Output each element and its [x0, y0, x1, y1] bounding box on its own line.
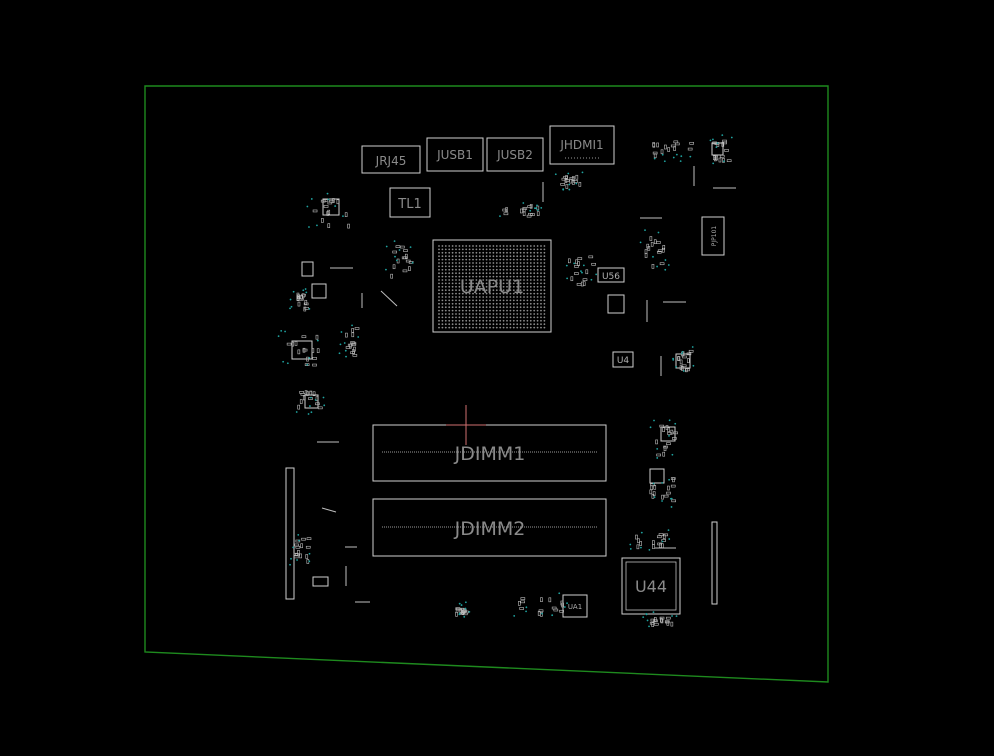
- chip-uapu1[interactable]: UAPU1: [432, 239, 552, 333]
- jrj45-label: JRJ45: [375, 154, 407, 168]
- edge-connector-right: [711, 521, 718, 605]
- passive-components: [286, 139, 736, 627]
- jusb1-label: JUSB1: [436, 148, 473, 162]
- slot-jdimm1[interactable]: JDIMM1: [372, 424, 607, 482]
- u4-label: U4: [617, 356, 630, 366]
- u56-label: U56: [602, 272, 620, 282]
- vias: [277, 134, 733, 628]
- u44-label: U44: [635, 577, 667, 596]
- jdimm2-label: JDIMM2: [454, 518, 526, 540]
- jhdmi1-label: JHDMI1: [559, 138, 603, 152]
- connector-jusb2[interactable]: JUSB2: [486, 137, 544, 172]
- chip-ua1[interactable]: UA1: [562, 594, 588, 618]
- chip-u4[interactable]: U4: [612, 351, 634, 368]
- board-outline: [144, 85, 829, 683]
- tl1-label: TL1: [397, 197, 421, 212]
- connector-jhdmi1[interactable]: JHDMI1: [549, 125, 615, 165]
- connector-jrj45[interactable]: JRJ45: [361, 145, 421, 174]
- chip-u56[interactable]: U56: [597, 267, 625, 283]
- connector-pjp101[interactable]: PJP101: [701, 216, 725, 256]
- bga-balls: [438, 245, 546, 329]
- slot-jdimm2[interactable]: JDIMM2: [372, 498, 607, 557]
- crosshair-marker: [446, 405, 486, 445]
- connector-jusb1[interactable]: JUSB1: [426, 137, 484, 172]
- uapu1-label: UAPU1: [460, 276, 524, 298]
- transformer-tl1[interactable]: TL1: [389, 187, 431, 218]
- edge-connector-left: [285, 467, 295, 600]
- pjp101-label: PJP101: [711, 226, 718, 247]
- chip-u44[interactable]: U44: [621, 557, 681, 615]
- jdimm1-label: JDIMM1: [454, 443, 526, 465]
- ua1-label: UA1: [568, 603, 582, 611]
- jusb2-label: JUSB2: [496, 148, 533, 162]
